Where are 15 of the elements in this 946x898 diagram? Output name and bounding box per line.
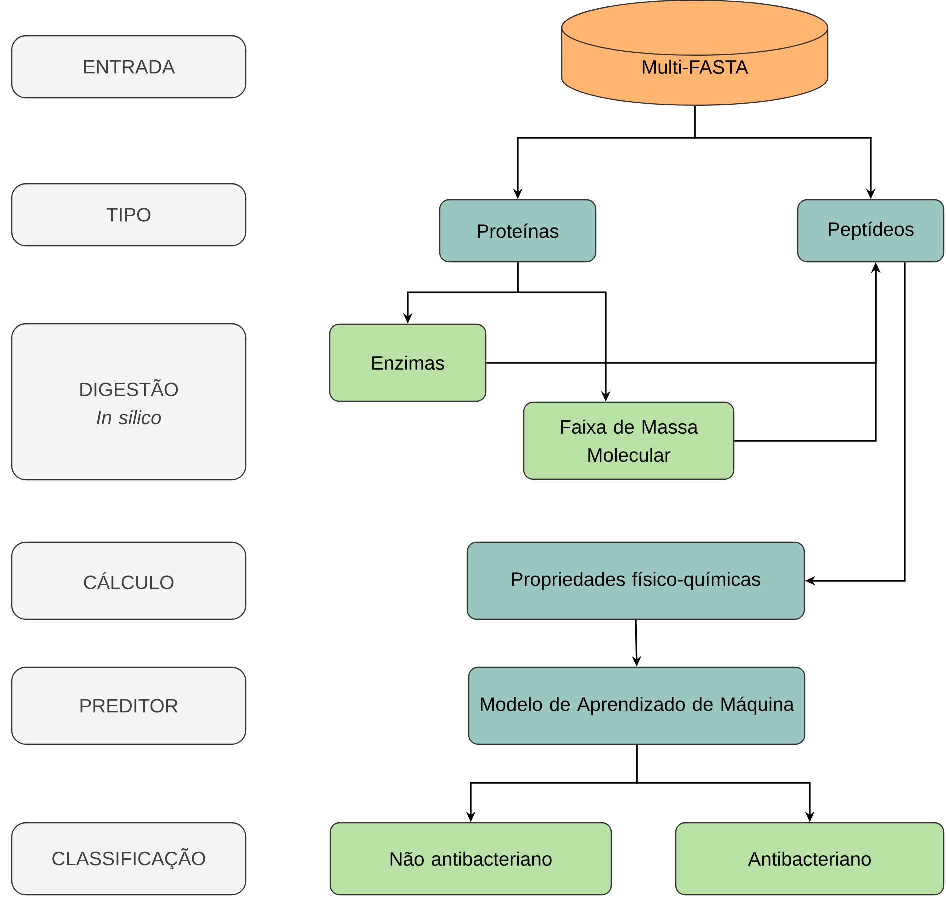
process-box: Propriedades físico-químicas xyxy=(466,542,806,620)
process-box: Peptídeos xyxy=(797,199,945,263)
process-box: Enzimas xyxy=(329,324,487,402)
process-box: Proteínas xyxy=(439,199,597,263)
stage-label-box: CLASSIFICAÇÃO xyxy=(11,822,247,896)
stage-label-box: PREDITOR xyxy=(11,666,247,746)
process-box: Modelo de Aprendizado de Máquina xyxy=(468,666,806,746)
stage-label-box: ENTRADA xyxy=(11,35,247,99)
stage-label-box: CÁLCULO xyxy=(11,542,247,620)
database-cylinder: Multi-FASTA xyxy=(561,0,829,106)
process-box: Antibacteriano xyxy=(675,822,945,896)
process-box: Faixa de Massa Molecular xyxy=(523,402,735,480)
process-box: Não antibacteriano xyxy=(330,822,612,896)
stage-label-box: DIGESTÃO In silico xyxy=(11,323,247,481)
stage-label-box: TIPO xyxy=(11,183,247,247)
